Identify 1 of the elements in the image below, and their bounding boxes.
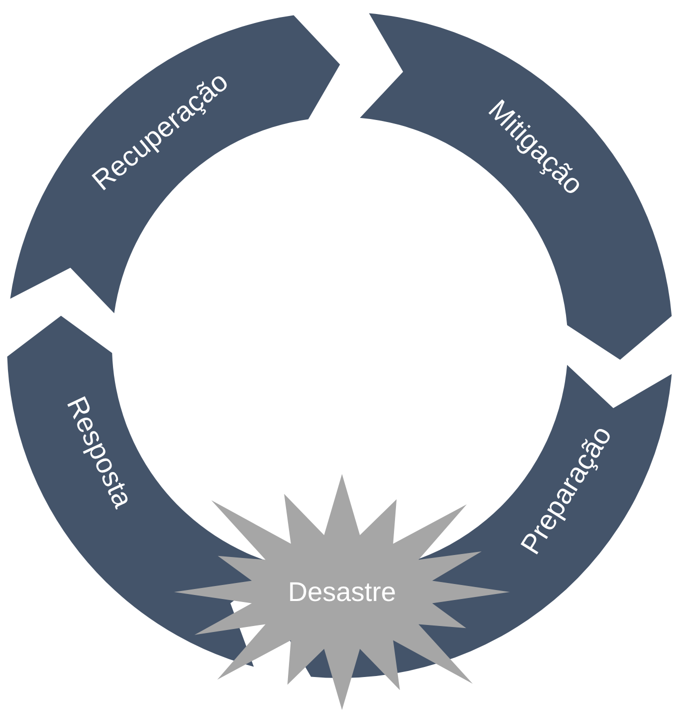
event-label: Desastre — [288, 577, 396, 607]
